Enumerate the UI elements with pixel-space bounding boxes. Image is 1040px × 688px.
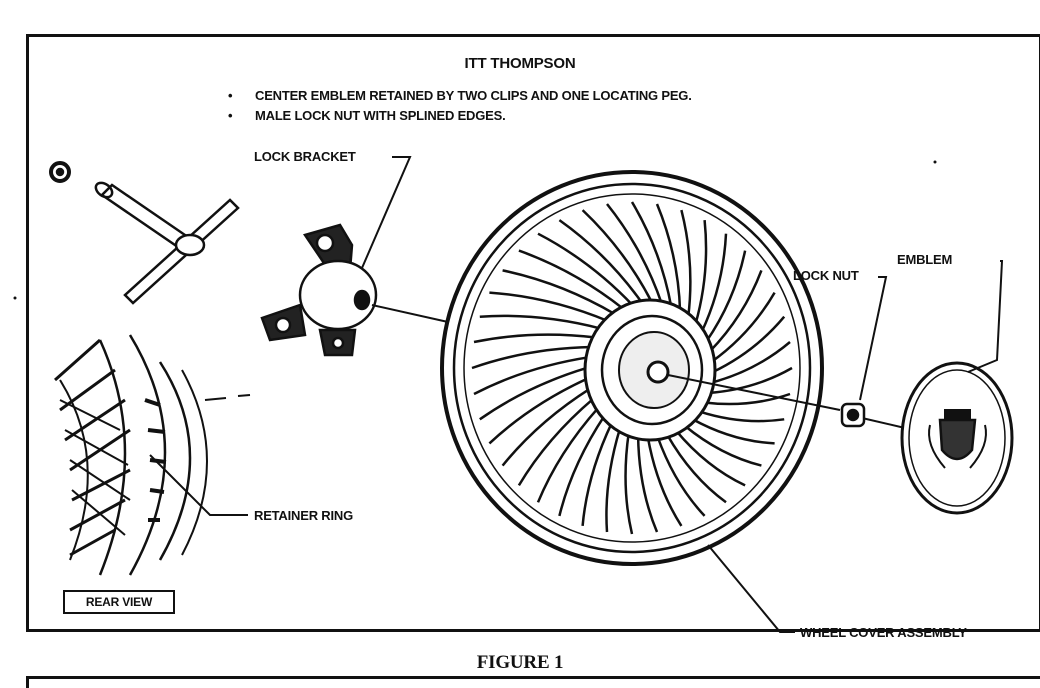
- wire-spoke: [636, 435, 659, 533]
- wire-spoke: [708, 366, 793, 395]
- wire-spoke: [488, 376, 590, 445]
- lock-nut: [840, 402, 866, 428]
- label-wheel-cover-assembly: WHEEL COVER ASSEMBLY: [800, 625, 967, 640]
- note-bullet-2: •: [228, 108, 233, 123]
- wire-spoke: [665, 433, 727, 504]
- wire-spoke: [694, 219, 708, 325]
- wire-spoke: [479, 314, 602, 330]
- wire-spoke: [501, 387, 592, 467]
- label-emblem: EMBLEM: [897, 252, 953, 267]
- next-frame-edge: [26, 676, 1040, 688]
- wire-spoke: [502, 269, 617, 316]
- wire-spoke: [698, 410, 785, 423]
- wire-spoke: [581, 209, 654, 304]
- wire-spoke: [473, 355, 590, 396]
- wire-spoke: [605, 428, 622, 533]
- wire-spoke: [710, 291, 776, 363]
- wire-spoke: [558, 414, 606, 517]
- wire-spoke: [537, 232, 634, 307]
- wire-spoke: [710, 341, 791, 385]
- wire-spoke: [708, 269, 763, 353]
- wire-spoke: [655, 203, 682, 312]
- wire-spoke: [683, 424, 762, 467]
- wire-spoke: [646, 436, 683, 527]
- diagram-title: ITT THOMPSON: [464, 55, 576, 72]
- wheel-cover-assembly: [440, 170, 824, 566]
- wire-spoke: [624, 432, 634, 535]
- wire-spoke: [471, 345, 592, 370]
- rear-view-box: REAR VIEW: [63, 590, 175, 614]
- wire-spoke: [630, 201, 673, 308]
- wire-spoke: [479, 366, 589, 421]
- wire-spoke: [489, 291, 609, 323]
- wire-spoke: [536, 406, 600, 503]
- note-1: CENTER EMBLEM RETAINED BY TWO CLIPS AND …: [255, 88, 692, 103]
- wire-spoke: [518, 249, 625, 311]
- wire-spoke: [675, 429, 746, 487]
- rear-view-wheel: [54, 334, 208, 576]
- wire-spoke: [558, 219, 644, 305]
- bracket-axis-line: [371, 304, 449, 323]
- leader-lines: [149, 156, 1004, 633]
- wire-spoke: [656, 436, 706, 517]
- wire-spoke: [705, 250, 747, 343]
- note-bullet-1: •: [228, 88, 233, 103]
- label-retainer-ring: RETAINER RING: [254, 508, 353, 523]
- wire-spoke: [473, 333, 596, 344]
- note-2: MALE LOCK NUT WITH SPLINED EDGES.: [255, 108, 506, 123]
- label-rear-view: REAR VIEW: [85, 595, 153, 609]
- wire-spoke: [606, 203, 664, 305]
- wire-spoke: [700, 233, 728, 334]
- wire-spoke: [581, 422, 613, 527]
- label-lock-nut: LOCK NUT: [793, 268, 859, 283]
- emblem: [900, 361, 1014, 515]
- key-tool: [49, 161, 240, 305]
- wire-spoke: [680, 209, 692, 318]
- figure-caption: FIGURE 1: [476, 652, 564, 673]
- center-axis-line: [667, 374, 841, 411]
- lock-bracket: [260, 223, 378, 357]
- wire-spoke: [711, 315, 786, 374]
- wire-spoke: [704, 392, 791, 406]
- wire-spoke: [517, 397, 595, 487]
- rear-axis-dash: [204, 397, 227, 401]
- label-lock-bracket: LOCK BRACKET: [254, 149, 356, 164]
- wire-spoke: [691, 417, 775, 445]
